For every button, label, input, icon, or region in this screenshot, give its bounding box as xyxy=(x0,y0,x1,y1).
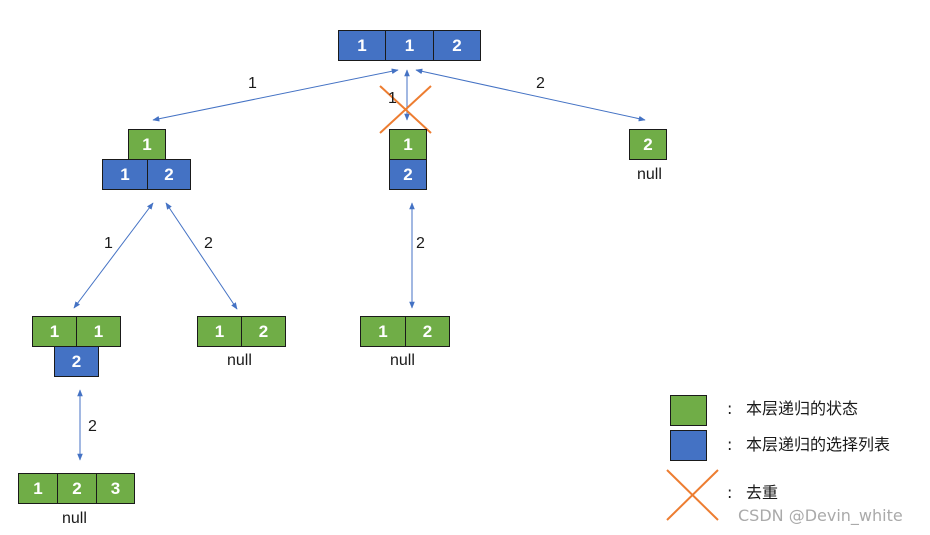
l1-right-null-label: null xyxy=(637,166,662,183)
legend-cross-label: 去重 xyxy=(746,483,779,502)
edge-label-left-left: 1 xyxy=(104,235,113,252)
watermark: CSDN @Devin_white xyxy=(738,506,903,525)
l3-state-cell-3: 3 xyxy=(96,473,135,504)
edge-label-root-middle: 1 xyxy=(388,90,397,107)
l1-left-choice-cell-2: 2 xyxy=(147,159,191,190)
l3-null-label: null xyxy=(62,510,87,527)
l2-leftright-state-cell-2: 2 xyxy=(241,316,286,347)
edge-label-root-left: 1 xyxy=(248,75,257,92)
legend-blue-swatch xyxy=(670,430,707,461)
l2-middle-null-label: null xyxy=(390,352,415,369)
legend-green-label: 本层递归的状态 xyxy=(746,399,859,418)
root-cell-1: 1 xyxy=(338,30,386,61)
l2-leftright-state-cell-1: 1 xyxy=(197,316,242,347)
l1-left-choice-cell-1: 1 xyxy=(102,159,148,190)
legend-colon-1: : xyxy=(727,399,733,418)
legend-colon-3: : xyxy=(727,483,733,502)
root-cell-2: 1 xyxy=(385,30,434,61)
l2-leftleft-state-cell-1: 1 xyxy=(32,316,77,347)
edge-left-left xyxy=(73,202,154,309)
l3-state-cell-2: 2 xyxy=(57,473,97,504)
edge-root-left xyxy=(152,68,399,122)
edge-label-middle-down: 2 xyxy=(416,235,425,252)
legend-blue-label: 本层递归的选择列表 xyxy=(746,435,891,454)
legend-colon-2: : xyxy=(727,435,733,454)
dedup-cross-icon xyxy=(379,85,432,134)
edge-label-leftleft-down: 2 xyxy=(88,418,97,435)
edge-label-left-right: 2 xyxy=(204,235,213,252)
l1-right-state-cell: 2 xyxy=(629,129,667,160)
l2-middle-state-cell-2: 2 xyxy=(405,316,450,347)
l2-leftleft-state-cell-2: 1 xyxy=(76,316,121,347)
edge-label-root-right: 2 xyxy=(536,75,545,92)
edge-left-right xyxy=(165,202,238,310)
l2-leftleft-choice-cell: 2 xyxy=(54,346,99,377)
l1-left-state-cell: 1 xyxy=(128,129,166,160)
l2-middle-state-cell-1: 1 xyxy=(360,316,406,347)
root-cell-3: 2 xyxy=(433,30,481,61)
edge-root-right xyxy=(415,68,646,122)
l3-state-cell-1: 1 xyxy=(18,473,58,504)
l1-middle-state-cell: 1 xyxy=(389,129,427,160)
legend-green-swatch xyxy=(670,395,707,426)
legend-cross-icon xyxy=(666,469,719,521)
l2-leftright-null-label: null xyxy=(227,352,252,369)
l1-middle-choice-cell: 2 xyxy=(389,159,427,190)
